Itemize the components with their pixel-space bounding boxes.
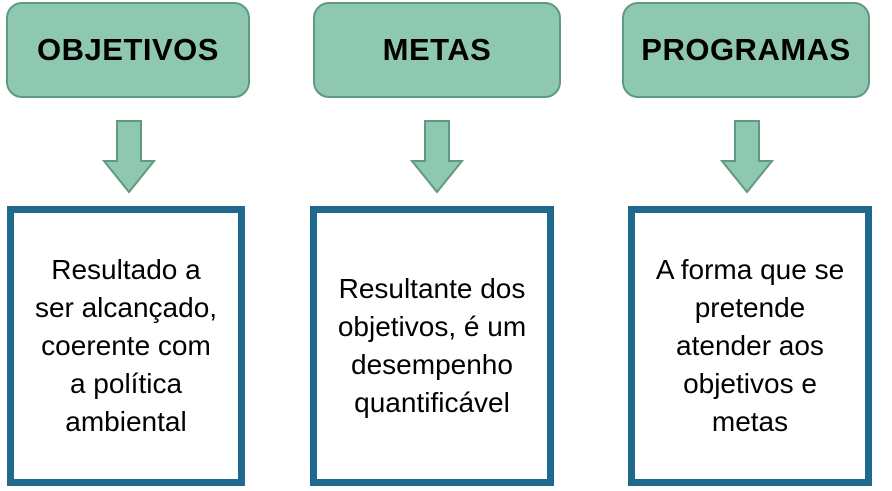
description-programas: A forma que se pretende atender aos obje… — [655, 254, 845, 437]
header-programas-label: PROGRAMAS — [641, 32, 851, 67]
description-box-programas: A forma que se pretende atender aos obje… — [628, 206, 872, 486]
description-metas: Resultante dos objetivos, é um desempenh… — [337, 273, 527, 418]
description-box-metas: Resultante dos objetivos, é um desempenh… — [310, 206, 554, 486]
header-objetivos-label: OBJETIVOS — [37, 32, 219, 67]
header-metas: METAS — [313, 2, 561, 98]
down-arrow-icon — [410, 120, 464, 194]
description-objetivos: Resultado a ser alcançado, coerente com … — [34, 254, 218, 437]
header-programas: PROGRAMAS — [622, 2, 870, 98]
header-objetivos: OBJETIVOS — [6, 2, 250, 98]
down-arrow-icon — [102, 120, 156, 194]
down-arrow-icon — [720, 120, 774, 194]
header-metas-label: METAS — [382, 32, 492, 67]
description-box-objetivos: Resultado a ser alcançado, coerente com … — [7, 206, 245, 486]
